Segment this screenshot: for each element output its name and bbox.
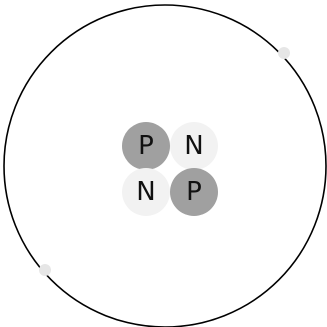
nucleon-label-top-left: P [138, 131, 154, 161]
electron-top-right [278, 47, 290, 59]
nucleus: P N N P [122, 122, 218, 216]
electron-bottom-left [39, 264, 51, 276]
nucleon-bottom-left: N [122, 168, 170, 216]
electron-orbit [4, 5, 326, 327]
nucleon-top-left: P [122, 122, 170, 170]
nucleon-label-top-right: N [184, 131, 203, 161]
nucleon-bottom-right: P [170, 168, 218, 216]
nucleon-label-bottom-left: N [136, 177, 155, 207]
nucleon-label-bottom-right: P [186, 177, 202, 207]
nucleon-top-right: N [170, 122, 218, 170]
